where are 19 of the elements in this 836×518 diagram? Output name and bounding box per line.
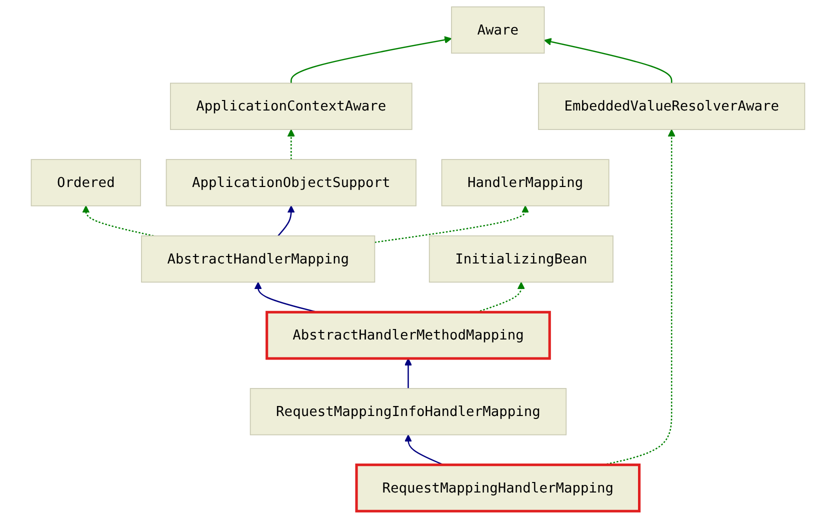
node-box: ApplicationObjectSupport	[166, 159, 416, 206]
node-box: InitializingBean	[428, 235, 614, 283]
arrow	[82, 205, 154, 236]
arrow	[374, 205, 530, 243]
node-box: EmbeddedValueResolverAware	[538, 82, 806, 130]
arrow	[544, 38, 672, 84]
node-box: RequestMappingInfoHandlerMapping	[250, 388, 567, 436]
arrow	[278, 205, 295, 236]
arrow	[404, 358, 412, 388]
node-box: AbstractHandlerMapping	[141, 235, 376, 283]
node-box: ApplicationContextAware	[170, 82, 412, 130]
node-box: RequestMappingHandlerMapping	[355, 464, 641, 512]
arrow	[287, 129, 295, 160]
node-box: AbstractHandlerMethodMapping	[266, 310, 551, 360]
arrow	[290, 36, 452, 84]
node-box: HandlerMapping	[441, 159, 610, 206]
node-box: Ordered	[30, 159, 141, 206]
node-box: Aware	[451, 6, 545, 54]
arrow	[404, 434, 444, 466]
